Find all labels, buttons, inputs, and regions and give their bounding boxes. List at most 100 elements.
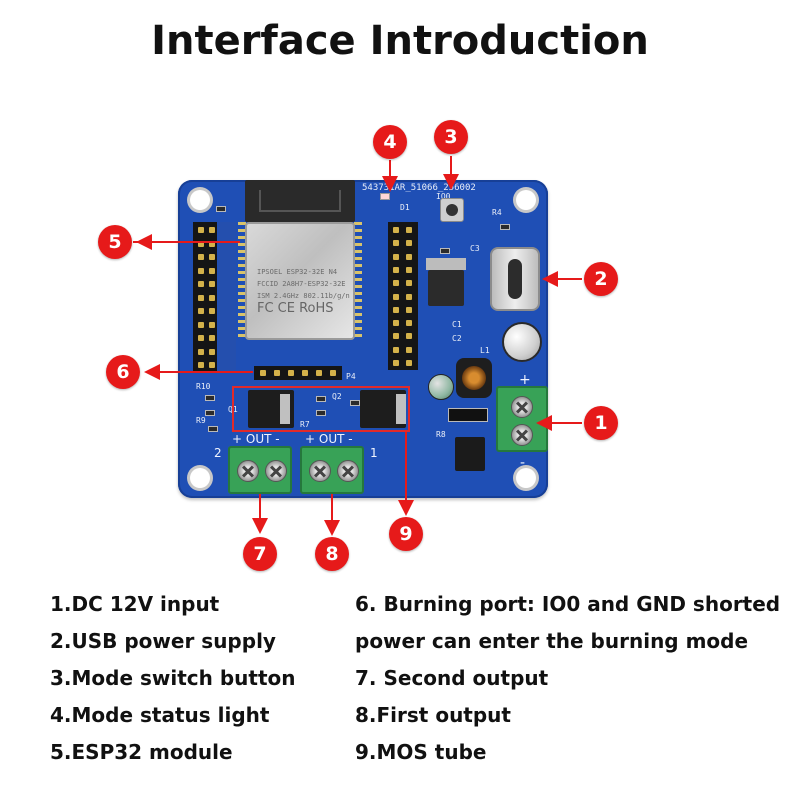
header-pin xyxy=(406,227,412,233)
esp32-pins xyxy=(354,222,362,340)
esp32-pins xyxy=(238,222,246,340)
esp32-certifications: FC CE RoHS xyxy=(257,301,334,316)
header-pin xyxy=(406,280,412,287)
header-pin xyxy=(406,346,412,353)
silk-out-1: + OUT - xyxy=(305,432,353,446)
header-pin xyxy=(209,321,215,328)
callout-8: 8 xyxy=(315,537,349,571)
header-pin xyxy=(406,333,412,340)
header-pin xyxy=(209,267,215,274)
header-pin xyxy=(198,254,204,260)
silk-input-minus: - xyxy=(520,455,526,471)
esp32-label-line: FCCID 2A8H7-ESP32-32E xyxy=(257,280,346,288)
silk-channel-1: 1 xyxy=(370,446,378,460)
smd-resistor xyxy=(208,426,218,432)
callout-3: 3 xyxy=(434,120,468,154)
silk-q2: Q2 xyxy=(332,392,342,401)
header-pin xyxy=(198,267,204,274)
electrolytic-capacitor xyxy=(502,322,542,362)
header-pin xyxy=(209,294,215,301)
mounting-hole xyxy=(190,190,210,210)
silk-c1: C1 xyxy=(452,320,462,329)
silk-l1: L1 xyxy=(480,346,490,355)
header-pin xyxy=(198,294,204,301)
legend-item: 6. Burning port: IO0 and GND shorted xyxy=(355,592,781,616)
legend-item: 5.ESP32 module xyxy=(50,740,233,764)
legend-item: 3.Mode switch button xyxy=(50,666,296,690)
smd-resistor xyxy=(316,396,326,402)
mos-tube xyxy=(248,390,294,428)
silk-d1: D1 xyxy=(400,203,410,212)
output-terminal-1[interactable] xyxy=(300,446,364,494)
header-pin xyxy=(393,253,399,260)
status-led xyxy=(380,193,390,200)
ic-chip xyxy=(455,437,485,471)
legend-item: 1.DC 12V input xyxy=(50,592,220,616)
header-pin xyxy=(274,370,280,376)
header-pin xyxy=(288,370,294,376)
header-pin xyxy=(209,362,215,368)
header-pin xyxy=(330,370,336,376)
header-pin xyxy=(209,348,215,355)
silk-r10: R10 xyxy=(196,382,211,391)
callout-4: 4 xyxy=(373,125,407,159)
smd-resistor xyxy=(350,400,360,406)
header-pin xyxy=(393,280,399,287)
output-terminal-2[interactable] xyxy=(228,446,292,494)
header-pin xyxy=(393,333,399,340)
header-pin xyxy=(406,240,412,247)
smd-resistor xyxy=(316,410,326,416)
header-pin xyxy=(393,240,399,247)
silk-board-id: 543731AR_51066_256002 xyxy=(362,183,476,193)
header-pin xyxy=(198,227,204,233)
page-title: Interface Introduction xyxy=(151,18,649,64)
dc-input-terminal[interactable] xyxy=(496,386,548,452)
smd-resistor xyxy=(205,395,215,401)
esp32-antenna xyxy=(245,180,355,222)
legend-item: power can enter the burning mode xyxy=(355,629,749,653)
smd-resistor xyxy=(440,248,450,254)
legend-item: 8.First output xyxy=(355,703,511,727)
header-pin xyxy=(209,254,215,260)
burning-port-header xyxy=(254,366,342,380)
legend-item: 7. Second output xyxy=(355,666,549,690)
callout-7: 7 xyxy=(243,537,277,571)
silk-r8: R8 xyxy=(436,430,446,439)
mounting-hole xyxy=(516,468,536,488)
smd-resistor xyxy=(500,224,510,230)
header-pin xyxy=(316,370,322,376)
header-pin xyxy=(198,362,204,368)
usb-c-port[interactable] xyxy=(490,247,540,311)
mos-tube-highlight xyxy=(232,386,410,432)
legend-item: 4.Mode status light xyxy=(50,703,270,727)
callout-6: 6 xyxy=(106,355,140,389)
header-pin xyxy=(198,348,204,355)
mounting-hole xyxy=(516,190,536,210)
esp32-label-line: ISM 2.4GHz 802.11b/g/n xyxy=(257,292,350,300)
mos-tube xyxy=(360,390,406,428)
legend-item: 2.USB power supply xyxy=(50,629,276,653)
callout-9: 9 xyxy=(389,517,423,551)
header-pin xyxy=(198,335,204,341)
voltage-regulator xyxy=(426,258,466,306)
header-pin xyxy=(198,308,204,314)
header-pin xyxy=(209,335,215,341)
header-pin xyxy=(198,240,204,247)
header-pin xyxy=(198,281,204,287)
smd-resistor xyxy=(205,410,215,416)
diode xyxy=(448,408,488,422)
header-pin xyxy=(406,306,412,313)
legend-item: 9.MOS tube xyxy=(355,740,487,764)
header-pin xyxy=(406,253,412,260)
header-pin xyxy=(406,293,412,300)
silk-p4: P4 xyxy=(346,372,356,381)
header-pin xyxy=(393,227,399,233)
small-capacitor xyxy=(428,374,454,400)
silk-c2: C2 xyxy=(452,334,462,343)
header-pin xyxy=(209,281,215,287)
header-pin xyxy=(209,240,215,247)
mode-switch-button[interactable] xyxy=(440,198,464,222)
silk-out-2: + OUT - xyxy=(232,432,280,446)
silk-input-plus: + xyxy=(519,372,531,388)
header-pin xyxy=(393,266,399,273)
